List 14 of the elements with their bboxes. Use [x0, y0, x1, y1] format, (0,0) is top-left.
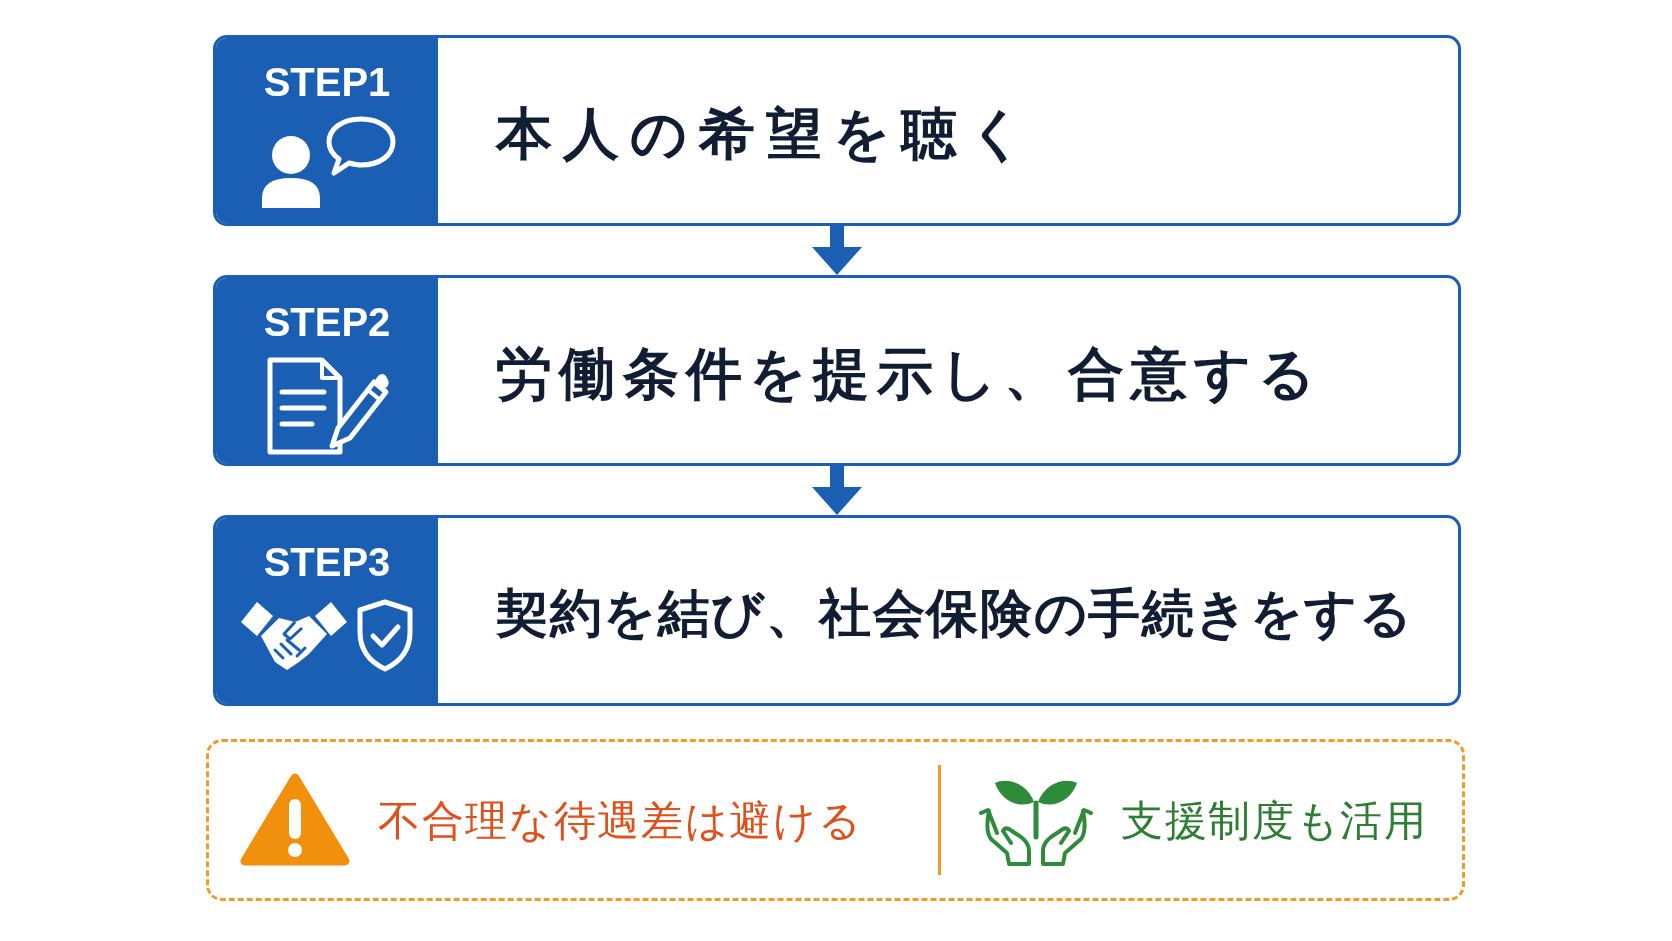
support-text: 支援制度も活用 [1121, 795, 1428, 846]
step-number: STEP2 [263, 302, 391, 342]
flow-arrow [812, 466, 862, 515]
step-title: 本人の希望を聴く [496, 100, 1037, 167]
dashed-note-box [206, 739, 1465, 901]
step-title: 労働条件を提示し、合意する [496, 340, 1323, 407]
flow-arrow [812, 226, 862, 275]
step-card [213, 275, 1461, 466]
step-title: 契約を結び、社会保険の手続きをする [496, 583, 1414, 644]
step-number: STEP1 [263, 62, 391, 102]
step-card [213, 35, 1461, 226]
step-card [213, 515, 1461, 706]
step-number: STEP3 [263, 542, 391, 582]
warning-text: 不合理な待遇差は避ける [378, 795, 863, 846]
